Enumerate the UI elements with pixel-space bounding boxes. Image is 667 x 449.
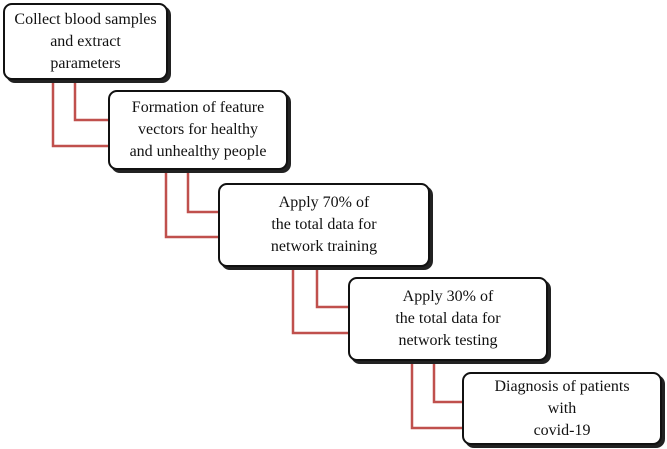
step-diagnosis-line-3: covid-19 [533,421,591,439]
step-testing-line-2: the total data for [395,310,501,327]
connector-2-outer [164,170,218,239]
step-training-line-3: network training [270,238,378,255]
step-features-line-1: Formation of feature [131,99,265,116]
step-training-line-1: Apply 70% of [278,194,370,211]
step-network-testing: Apply 30% of the total data for network … [348,277,548,361]
step-diagnosis-line-2: with [547,399,577,417]
step-network-training: Apply 70% of the total data for network … [218,183,430,267]
step-collect-line-2: and extract [50,32,121,50]
step-training-line-2: the total data for [271,216,377,233]
step-features-line-2: vectors for healthy [138,121,258,138]
step-testing-line-1: Apply 30% of [402,288,494,305]
connector-3-inner [315,267,348,309]
connector-1-outer [51,80,108,148]
step-feature-vectors: Formation of feature vectors for healthy… [108,90,288,170]
step-features-line-3: and unhealthy people [129,143,267,160]
connector-2-inner [186,170,218,214]
connector-4-outer [410,361,462,430]
step-diagnosis-line-1: Diagnosis of patients [494,377,630,395]
step-collect-line-1: Collect blood samples [14,10,157,28]
connector-3-outer [291,267,348,335]
connector-4-inner [432,361,462,404]
step-collect-samples: Collect blood samples and extract parame… [3,3,168,80]
step-testing-line-3: network testing [398,332,498,349]
connector-1-inner [73,80,108,122]
step-collect-line-3: parameters [50,54,121,72]
step-diagnosis: Diagnosis of patients with covid-19 [462,372,662,445]
